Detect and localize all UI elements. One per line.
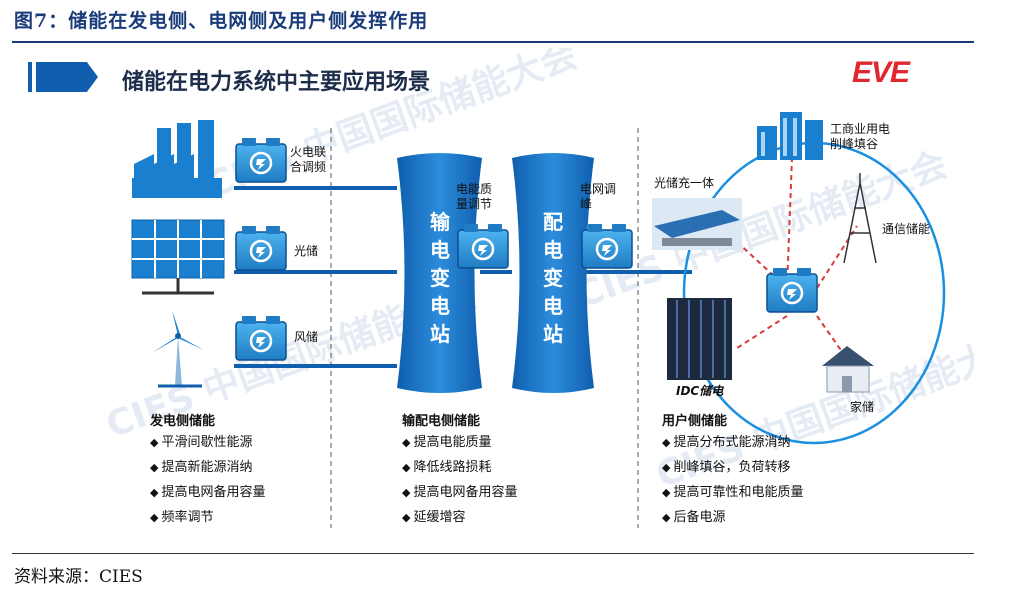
wind-turbine-icon: [152, 310, 204, 388]
distribution-station-label: 配 电 变 电 站: [543, 210, 563, 346]
transmission-station-shape: [397, 153, 482, 393]
title-rule: [12, 41, 974, 43]
list-item: 频率调节: [150, 505, 265, 530]
list-item: 平滑间歇性能源: [150, 430, 265, 455]
label-solar: 光储: [294, 244, 319, 258]
label-peak-regulation: 电网调 峰: [580, 182, 617, 211]
label-power-quality: 电能质 量调节: [456, 182, 493, 211]
figure-title: 图7：储能在发电侧、电网侧及用户侧发挥作用: [14, 10, 429, 32]
label-home: 家储: [850, 400, 875, 414]
label-wind: 风储: [294, 330, 319, 344]
diagram-graphics: CIES 中国国际储能大会 CIES 中国国际储能大会 CIES 中国国际储能大…: [101, 48, 974, 528]
list-item: 延缓增容: [402, 505, 517, 530]
generation-lines: [234, 186, 692, 368]
telecom-tower-icon: [843, 173, 877, 264]
label-commercial: 工商业用电 削峰填谷: [830, 122, 891, 151]
battery-quality-icon: [456, 222, 510, 270]
battery-wind-icon: [234, 314, 288, 362]
grid-bullets: 提高电能质量 降低线路损耗 提高电网备用容量 延缓增容: [402, 430, 517, 530]
battery-thermal-icon: [234, 136, 288, 184]
thermal-plant-icon: [132, 120, 222, 198]
list-item: 提高分布式能源消纳: [662, 430, 803, 455]
list-item: 提高电网备用容量: [402, 480, 517, 505]
label-thermal: 火电联 合调频: [290, 145, 327, 174]
transmission-station-label: 输 电 变 电 站: [430, 210, 450, 346]
source-note: 资料来源：CIES: [14, 567, 143, 587]
label-telecom: 通信储能: [882, 222, 931, 236]
solar-panel-icon: [131, 219, 225, 295]
battery-user-icon: [765, 266, 819, 314]
diagram-heading: 储能在电力系统中主要应用场景: [122, 70, 431, 95]
generation-title: 发电侧储能: [150, 414, 216, 429]
user-bullets: 提高分布式能源消纳 削峰填谷，负荷转移 提高可靠性和电能质量 后备电源: [662, 430, 803, 530]
commercial-building-icon: [757, 112, 823, 160]
source-rule: [12, 553, 974, 554]
user-title: 用户侧储能: [662, 414, 728, 429]
heading-chevron-stripe: [28, 62, 32, 92]
list-item: 提高电能质量: [402, 430, 517, 455]
label-idc: IDC储电: [676, 384, 724, 398]
grid-title: 输配电侧储能: [402, 414, 481, 429]
heading-chevron-icon: [36, 62, 98, 92]
list-item: 提高电网备用容量: [150, 480, 265, 505]
list-item: 降低线路损耗: [402, 455, 517, 480]
list-item: 削峰填谷，负荷转移: [662, 455, 803, 480]
list-item: 提高新能源消纳: [150, 455, 265, 480]
house-icon: [822, 346, 874, 393]
pv-charging-image: [652, 198, 742, 250]
eve-logo: EVE: [852, 56, 910, 89]
idc-server-image: [667, 298, 732, 380]
generation-bullets: 平滑间歇性能源 提高新能源消纳 提高电网备用容量 频率调节: [150, 430, 265, 530]
distribution-station-shape: [512, 153, 594, 393]
label-pv-storage: 光储充一体: [654, 176, 715, 190]
battery-solar-icon: [234, 224, 288, 272]
list-item: 后备电源: [662, 505, 803, 530]
list-item: 提高可靠性和电能质量: [662, 480, 803, 505]
diagram-panel: CIES 中国国际储能大会 CIES 中国国际储能大会 CIES 中国国际储能大…: [22, 48, 974, 553]
battery-peak-icon: [580, 222, 634, 270]
